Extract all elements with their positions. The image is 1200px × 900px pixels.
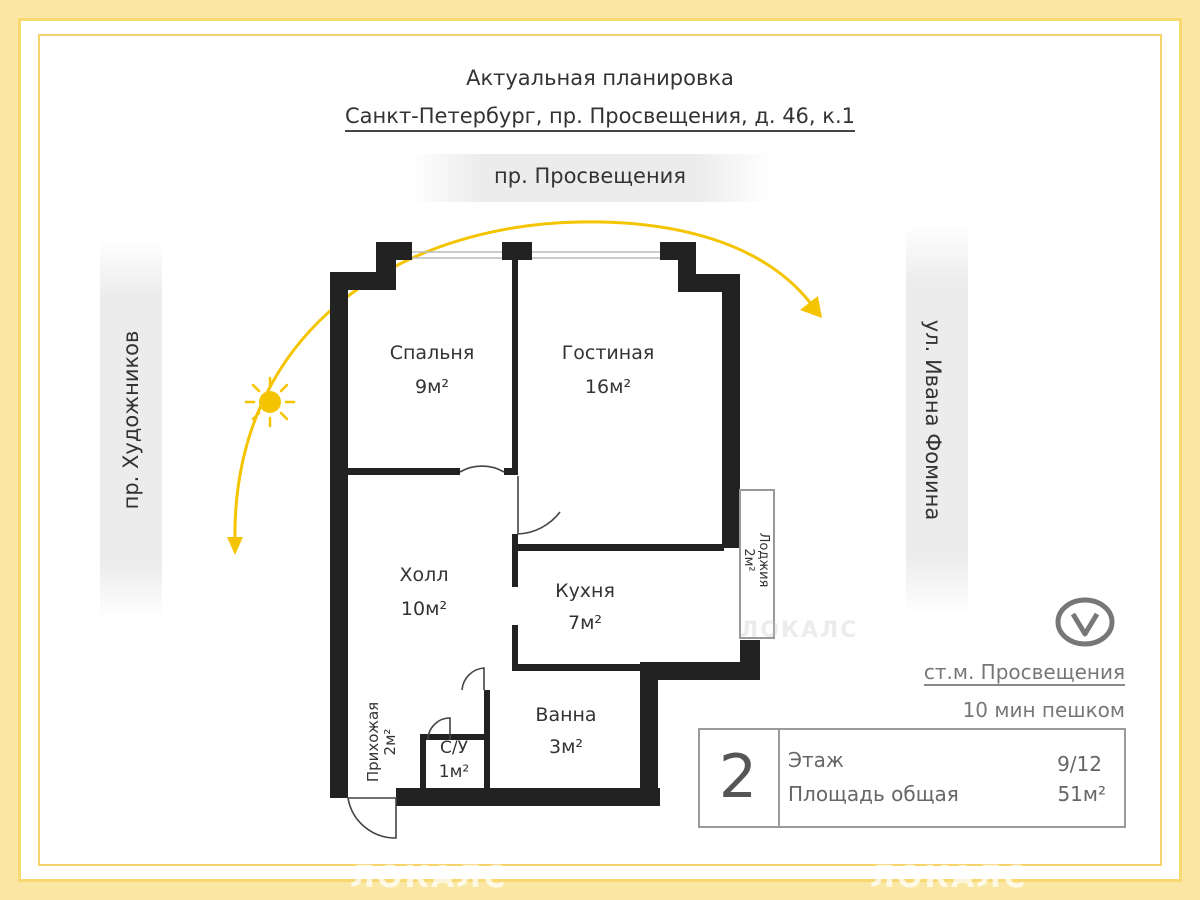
walls (330, 242, 760, 806)
room-living-name: Гостиная (561, 342, 655, 364)
room-kitchen-name: Кухня (555, 580, 615, 602)
metro-station-link[interactable]: ст.м. Просвещения (923, 660, 1125, 686)
page-title: Актуальная планировка (466, 66, 734, 90)
room-bath-area: 3м² (548, 736, 584, 758)
floor-value: 9/12 (1057, 752, 1102, 776)
doors (347, 465, 561, 839)
watermark-bottom-right: ЛОКАЛС (870, 860, 1028, 895)
info-divider (778, 728, 780, 828)
metro-station[interactable]: ст.м. Просвещения (800, 660, 1125, 686)
room-living-area: 16м² (584, 376, 632, 398)
info-box (698, 728, 1126, 828)
sun-path-arrowhead-end (800, 296, 822, 318)
floor-label: Этаж (788, 748, 844, 772)
street-right-band (906, 225, 968, 615)
loggia-frame (739, 489, 775, 639)
watermark-mid: ЛОКАЛС (740, 618, 859, 643)
room-wc-name: С/У (440, 738, 468, 758)
rooms-count: 2 (718, 742, 758, 812)
room-bedroom-area: 9м² (414, 376, 450, 398)
watermark-bottom-left: ЛОКАЛС (350, 860, 508, 895)
room-bedroom-name: Спальня (389, 342, 475, 364)
sun-path-arrowhead-start (227, 537, 243, 555)
room-wc-area: 1м² (438, 762, 470, 782)
area-value: 51м² (1057, 782, 1106, 806)
inner-frame (38, 34, 1162, 866)
address-link[interactable]: Санкт-Петербург, пр. Просвещения, д. 46,… (345, 104, 855, 132)
windows (412, 251, 660, 259)
room-kitchen-area: 7м² (567, 612, 603, 634)
metro-walk-time: 10 мин пешком (962, 698, 1125, 722)
address[interactable]: Санкт-Петербург, пр. Просвещения, д. 46,… (0, 104, 1200, 132)
room-hall-name: Холл (399, 564, 449, 586)
area-label: Площадь общая (788, 782, 959, 806)
room-bath-name: Ванна (535, 704, 597, 726)
room-hall-area: 10м² (400, 598, 448, 620)
street-left-band (100, 240, 162, 620)
sun-icon (244, 376, 296, 428)
street-top-label: пр. Просвещения (410, 154, 770, 202)
metro-m-logo (1055, 597, 1115, 647)
